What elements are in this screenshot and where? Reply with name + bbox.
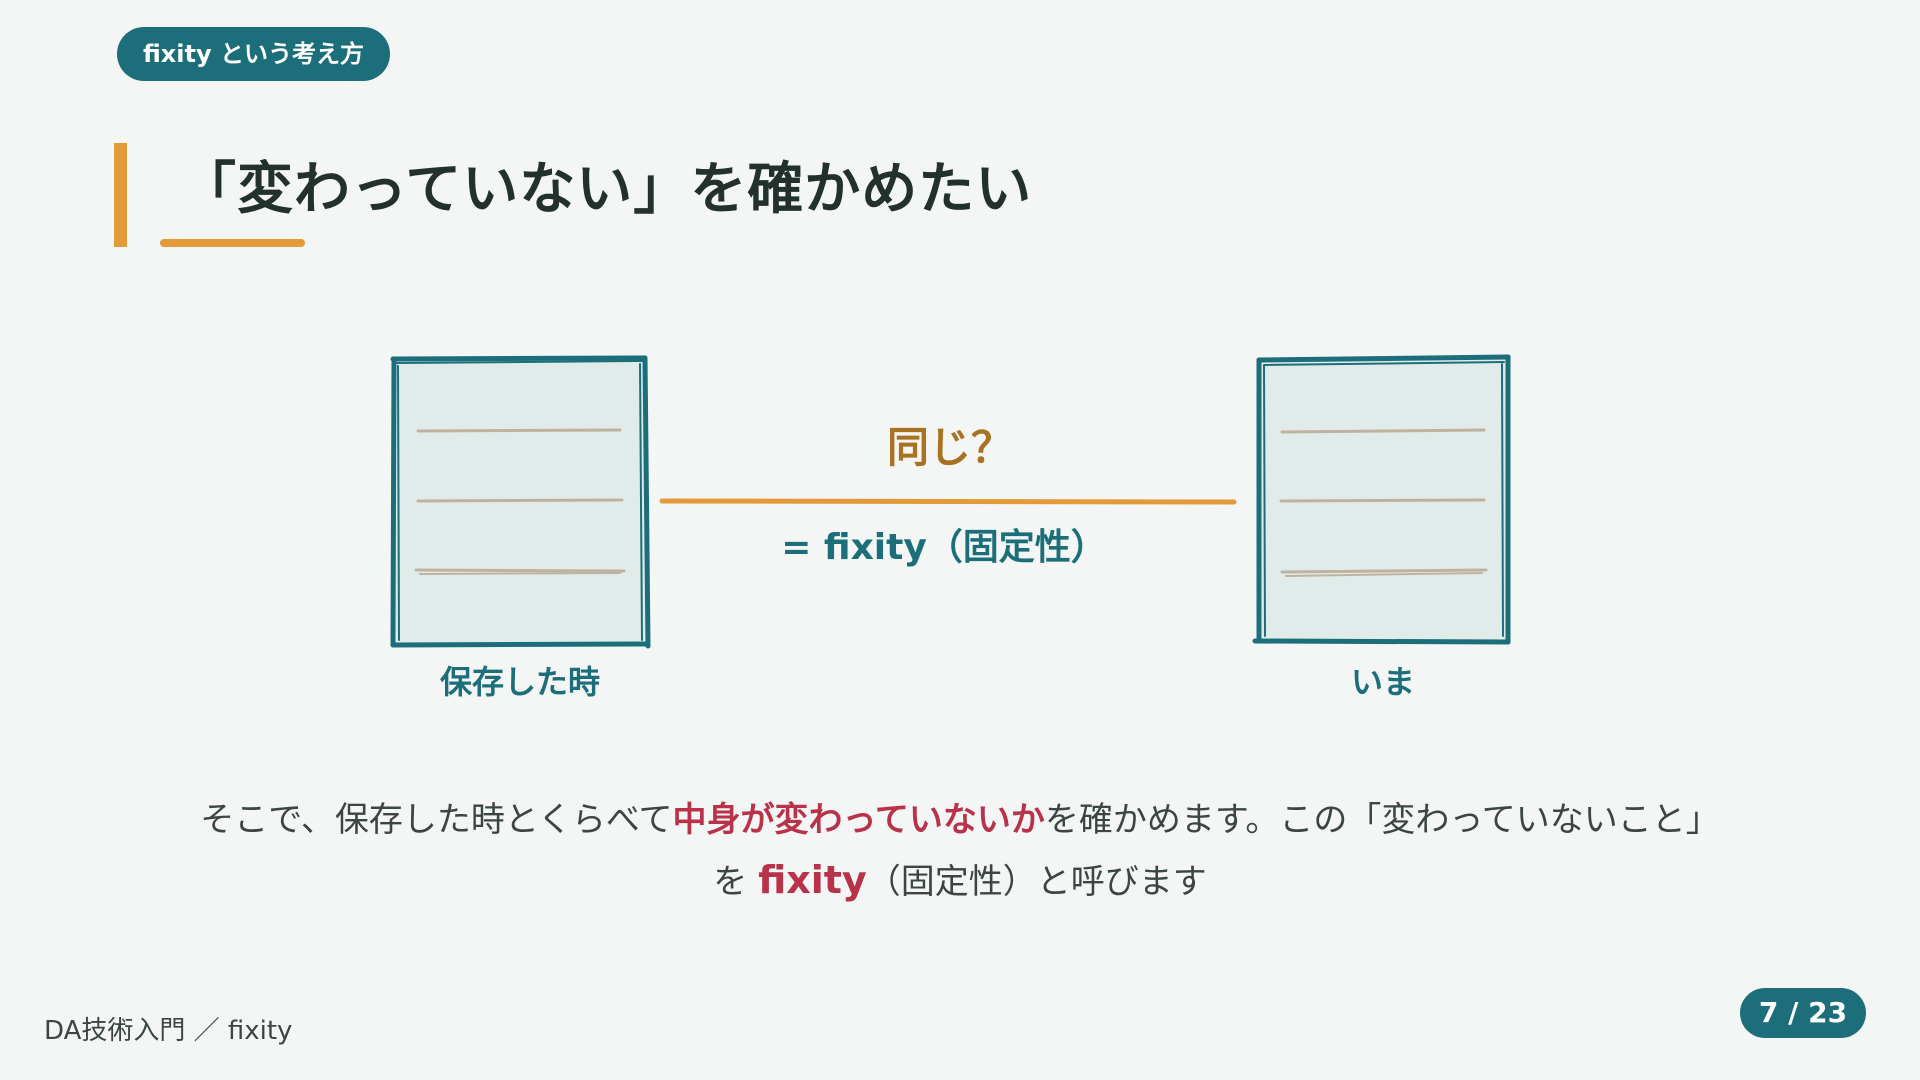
body-text-segment: を: [713, 862, 759, 902]
fixity-equals-label: = fixity（固定性）: [781, 527, 1107, 568]
body-text-segment: （固定性）と呼びます: [866, 862, 1207, 902]
page-counter: 7 / 23: [1740, 988, 1866, 1038]
saved-time-label: 保存した時: [439, 663, 601, 701]
body-line-2: を fixity（固定性）と呼びます: [80, 850, 1840, 912]
now-label: いま: [1350, 663, 1416, 701]
section-pill: fixity という考え方: [117, 27, 390, 81]
same-question-label: 同じ？: [886, 423, 1014, 472]
document-saved-icon: [390, 355, 651, 649]
document-current-icon: [1252, 354, 1511, 645]
body-text-segment: そこで、保存した時とくらべて: [200, 800, 673, 840]
body-paragraph: そこで、保存した時とくらべて中身が変わっていないかを確かめます。この「変わってい…: [80, 790, 1840, 912]
fixity-emphasis: fixity: [758, 858, 867, 902]
page-title: 「変わっていない」を確かめたい: [180, 157, 1033, 222]
body-text-segment: を確かめます。この「変わっていないこと」: [1044, 800, 1720, 840]
body-emphasis: 中身が変わっていないか: [672, 800, 1045, 840]
body-line-1: そこで、保存した時とくらべて中身が変わっていないかを確かめます。この「変わってい…: [80, 790, 1840, 850]
footer-breadcrumb: DA技術入門 ／ fixity: [44, 1016, 293, 1046]
connector-line: [659, 498, 1237, 505]
title-underline: [160, 239, 305, 247]
title-accent-bar: [114, 143, 127, 247]
